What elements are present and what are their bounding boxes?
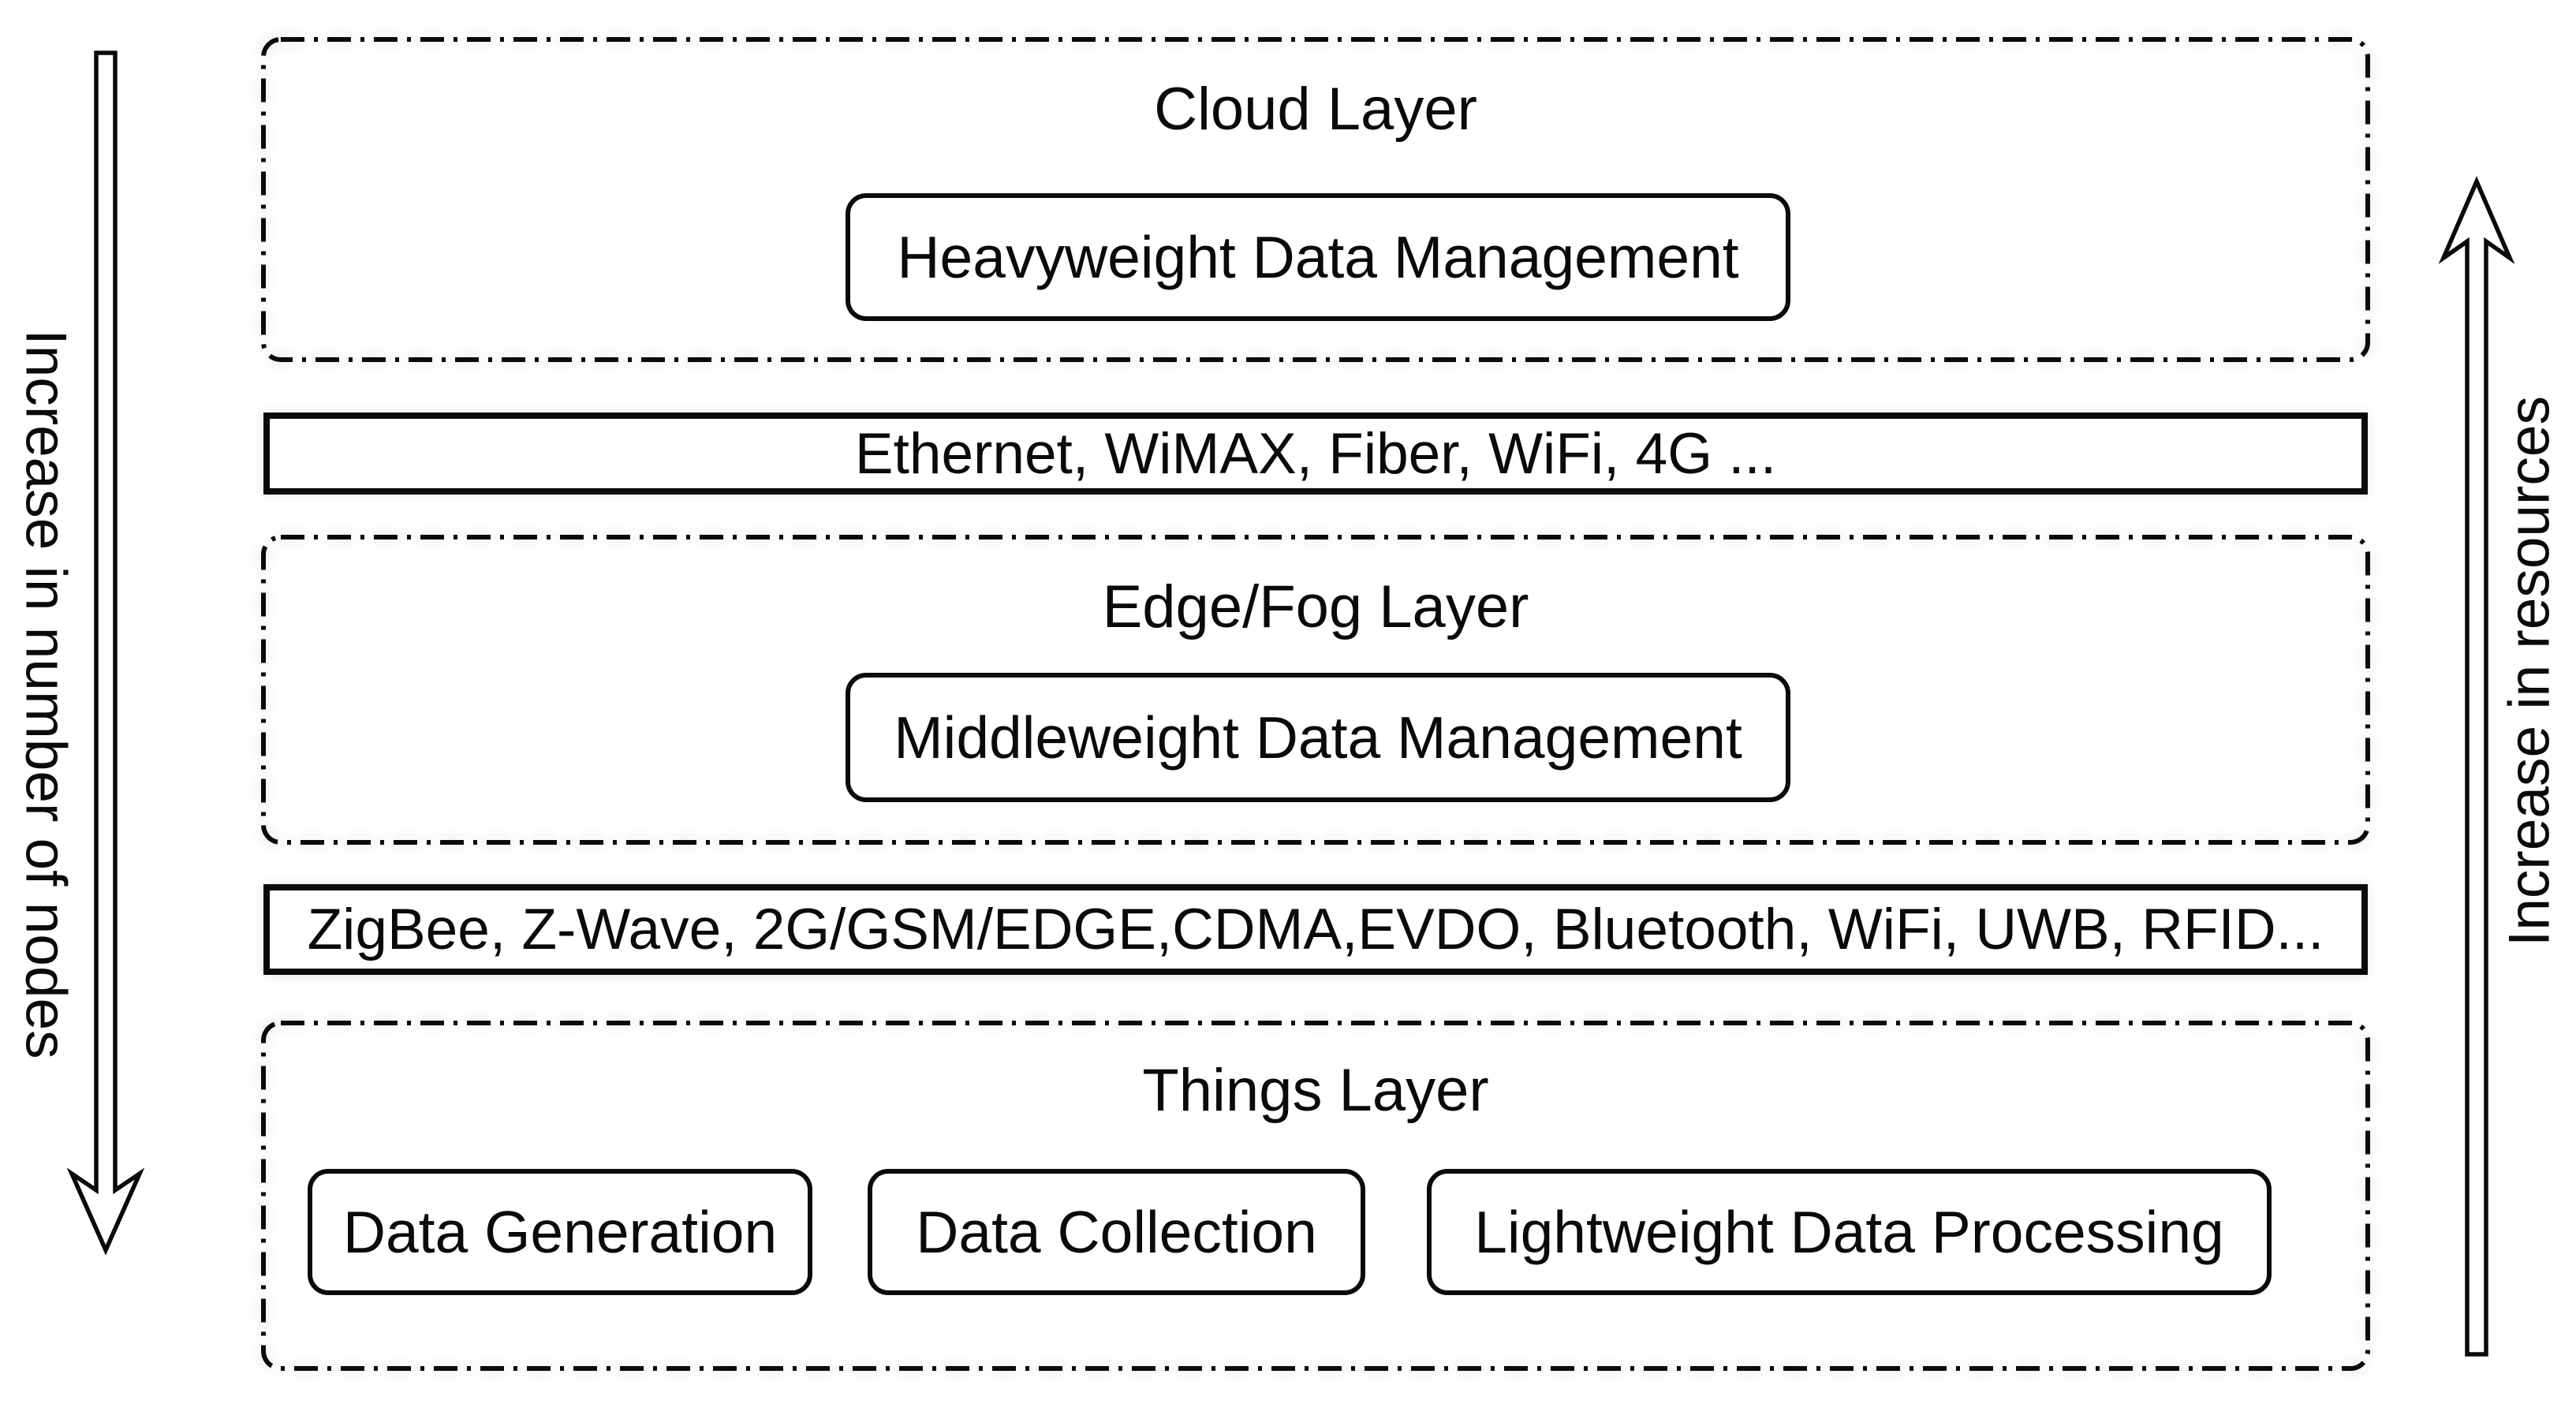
data-collection-label: Data Collection <box>916 1198 1317 1265</box>
increase-nodes-label: Increase in number of nodes <box>13 329 78 1059</box>
middleweight-data-management-box: Middleweight Data Management <box>846 673 1790 802</box>
edge-things-protocols-bar: ZigBee, Z-Wave, 2G/GSM/EDGE,CDMA,EVDO, B… <box>263 884 2368 975</box>
data-generation-label: Data Generation <box>342 1198 778 1265</box>
lightweight-data-processing-box: Lightweight Data Processing <box>1427 1169 2272 1295</box>
middleweight-data-management-label: Middleweight Data Management <box>894 704 1742 771</box>
things-layer-outline <box>261 1021 2370 1371</box>
heavyweight-data-management-label: Heavyweight Data Management <box>897 223 1739 290</box>
cloud-edge-protocols-bar: Ethernet, WiMAX, Fiber, WiFi, 4G ... <box>263 413 2368 495</box>
edge-fog-layer-outline <box>261 535 2370 845</box>
data-generation-box: Data Generation <box>308 1169 812 1295</box>
data-collection-box: Data Collection <box>868 1169 1365 1295</box>
lightweight-data-processing-label: Lightweight Data Processing <box>1474 1198 2224 1265</box>
heavyweight-data-management-box: Heavyweight Data Management <box>846 193 1790 321</box>
things-layer-title: Things Layer <box>1142 1057 1489 1124</box>
cloud-edge-protocols-label: Ethernet, WiMAX, Fiber, WiFi, 4G ... <box>854 421 1777 486</box>
up-arrow-icon <box>2438 176 2515 1357</box>
edge-things-protocols-label: ZigBee, Z-Wave, 2G/GSM/EDGE,CDMA,EVDO, B… <box>307 898 2324 961</box>
increase-resources-label: Increase in resources <box>2497 396 2562 946</box>
cloud-layer-title: Cloud Layer <box>1154 76 1477 143</box>
cloud-layer-outline <box>261 37 2370 362</box>
down-arrow-icon <box>66 50 145 1256</box>
edge-fog-layer-title: Edge/Fog Layer <box>1102 573 1529 640</box>
